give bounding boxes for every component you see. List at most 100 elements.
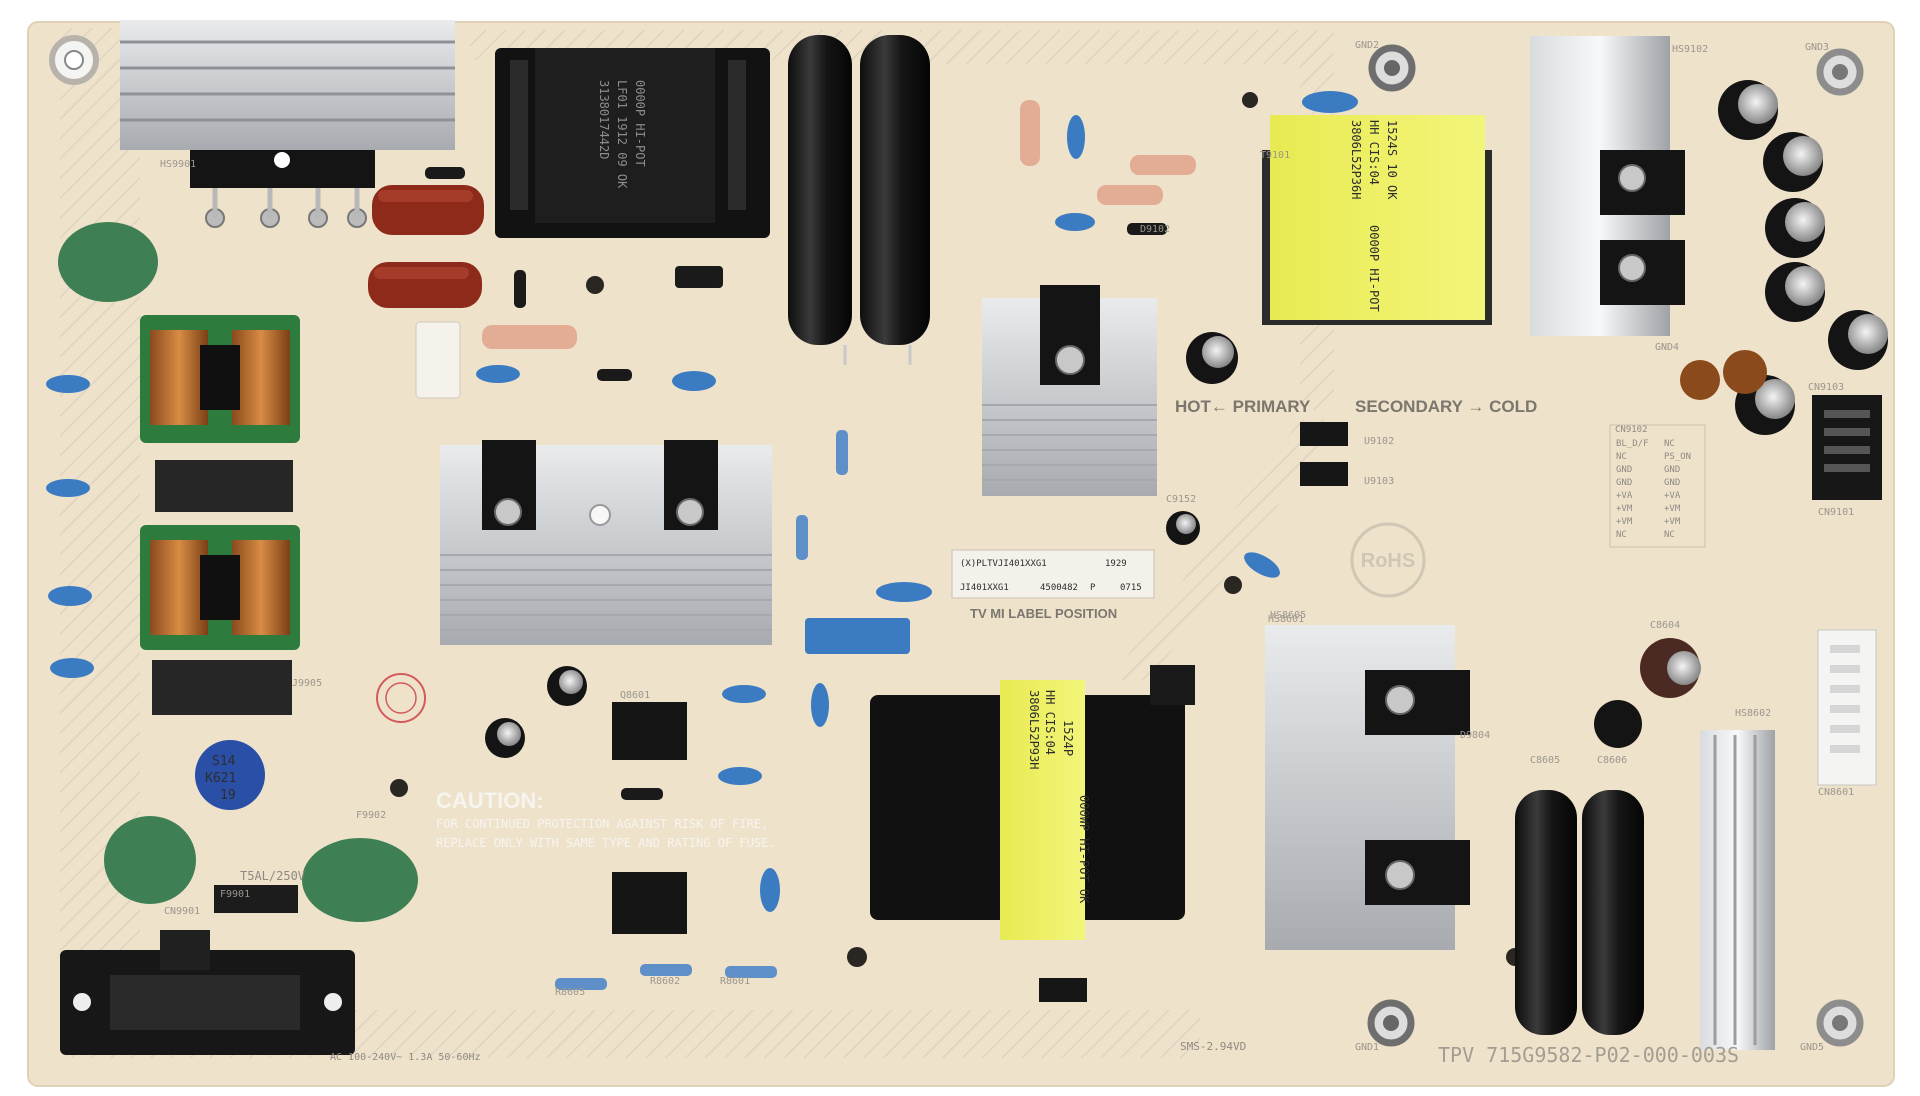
pinout-cell: PS_ON <box>1664 452 1691 462</box>
svg-text:LF01 1912 09 OK: LF01 1912 09 OK <box>615 80 629 189</box>
svg-text:CN9901: CN9901 <box>164 906 200 917</box>
pinout-cell: GND <box>1616 478 1632 488</box>
output-capacitors-cluster <box>1680 80 1888 435</box>
svg-text:C8606: C8606 <box>1597 755 1627 766</box>
x-capacitors <box>368 185 484 308</box>
output-connector-cn9101 <box>1812 395 1882 500</box>
reference-designators: HS9901 CN9901 HS8602 HS8601 HS9102 CN910… <box>160 40 1854 1053</box>
svg-text:HS9102: HS9102 <box>1672 44 1708 55</box>
pinout-cell: +VA <box>1664 491 1681 501</box>
svg-text:CN9101: CN9101 <box>1818 507 1854 518</box>
svg-text:1929: 1929 <box>1105 559 1127 569</box>
svg-text:HH CIS:04: HH CIS:04 <box>1367 120 1381 185</box>
svg-text:P: P <box>1090 583 1096 593</box>
svg-text:4500482: 4500482 <box>1040 583 1078 593</box>
svg-text:3806L52P93H: 3806L52P93H <box>1027 690 1041 769</box>
svg-text:(X)PLTVJI401XXG1: (X)PLTVJI401XXG1 <box>960 559 1047 569</box>
pinout-cell: +VA <box>1616 491 1633 501</box>
led-connector <box>1817 629 1877 786</box>
pinout-cell: NC <box>1616 530 1627 540</box>
svg-text:1524P: 1524P <box>1061 720 1075 756</box>
svg-text:1524S 10 OK: 1524S 10 OK <box>1385 120 1399 200</box>
bulk-capacitors-bottom <box>1515 790 1644 1035</box>
svg-text:CN8601: CN8601 <box>1818 787 1854 798</box>
pinout-cell: BL_D/F <box>1616 439 1649 449</box>
cement-resistor <box>415 321 461 399</box>
pinout-cell: NC <box>1616 452 1627 462</box>
blue-ceramic-caps <box>476 91 1358 912</box>
svg-text:SECONDARY → COLD: SECONDARY → COLD <box>1355 397 1537 416</box>
svg-text:R8601: R8601 <box>720 976 750 987</box>
label-sticker: (X)PLTVJI401XXG1 1929 JI401XXG1 4500482 … <box>951 549 1155 599</box>
svg-text:19: 19 <box>220 788 236 803</box>
svg-text:3806L52P36H: 3806L52P36H <box>1349 120 1363 199</box>
svg-text:S14: S14 <box>212 754 236 769</box>
svg-text:CN9103: CN9103 <box>1808 382 1844 393</box>
svg-text:D9102: D9102 <box>1140 224 1170 235</box>
secondary-heatsink-bottom <box>1700 730 1775 1050</box>
svg-text:HS9901: HS9901 <box>160 159 196 170</box>
svg-text:T5AL/250V: T5AL/250V <box>240 869 305 883</box>
fuse: T5AL/250V F9901 <box>214 869 305 913</box>
qc-stamp <box>376 673 426 723</box>
svg-text:T9101: T9101 <box>1260 150 1290 161</box>
svg-text:TV MI LABEL POSITION: TV MI LABEL POSITION <box>970 606 1117 621</box>
pinout-cell: +VM <box>1616 504 1633 514</box>
varistor: S14 K621 19 <box>195 740 265 810</box>
common-mode-chokes <box>140 315 300 650</box>
pinout-cell: GND <box>1664 465 1680 475</box>
standby-heatsink <box>982 285 1157 496</box>
ac-inlet-connector <box>60 930 355 1055</box>
main-transformer: 3806L52P36H HH CIS:04 1524S 10 OK 0000P … <box>1262 115 1492 325</box>
svg-text:GND2: GND2 <box>1355 40 1379 51</box>
svg-text:AC 100-240V~ 1.3A 50-60Hz: AC 100-240V~ 1.3A 50-60Hz <box>330 1052 481 1063</box>
svg-text:R8602: R8602 <box>650 976 680 987</box>
svg-text:HH CIS:04: HH CIS:04 <box>1043 690 1057 755</box>
model-marking: TPV 715G9582-P02-000-003S <box>1438 1043 1739 1067</box>
svg-text:0000P HI-POT: 0000P HI-POT <box>1367 225 1381 312</box>
connector-pinout-table: CN9102 BL_D/F NC NC PS_ON GND GND GND GND +VA +VA… <box>1609 424 1706 548</box>
resistors <box>482 100 1196 990</box>
pinout-cell: +VM <box>1664 517 1681 527</box>
svg-text:GND3: GND3 <box>1805 42 1829 53</box>
svg-text:FOR CONTINUED PROTECTION AGAIN: FOR CONTINUED PROTECTION AGAINST RISK OF… <box>436 817 768 831</box>
mounting-holes <box>49 35 1864 1047</box>
svg-text:HS8605: HS8605 <box>1270 610 1306 621</box>
caution-notice: CAUTION: FOR CONTINUED PROTECTION AGAINS… <box>436 788 776 850</box>
svg-text:CN9102: CN9102 <box>1615 425 1648 435</box>
svg-text:K621: K621 <box>205 771 236 786</box>
pinout-cell: NC <box>1664 530 1675 540</box>
svg-text:REPLACE ONLY WITH SAME TYPE AN: REPLACE ONLY WITH SAME TYPE AND RATING O… <box>436 836 776 850</box>
rohs-badge: RoHS <box>1350 522 1426 598</box>
pinout-cell: +VM <box>1664 504 1681 514</box>
svg-text:HOT← PRIMARY: HOT← PRIMARY <box>1175 397 1311 416</box>
svg-text:Q8601: Q8601 <box>620 690 650 701</box>
pinout-cell: +VM <box>1616 517 1633 527</box>
svg-text:3138017442D: 3138017442D <box>597 80 611 159</box>
ntc-thermistors <box>58 222 418 922</box>
svg-text:GND1: GND1 <box>1355 1042 1379 1053</box>
svg-text:GND5: GND5 <box>1800 1042 1824 1053</box>
svg-text:U9102: U9102 <box>1364 436 1394 447</box>
small-electrolytics <box>485 332 1701 758</box>
svg-text:0715: 0715 <box>1120 583 1142 593</box>
svg-text:000WP HI-POT OK: 000WP HI-POT OK <box>1077 795 1091 904</box>
pfc-inductor: 3138017442D LF01 1912 09 OK 0000P HI-POT <box>495 48 770 238</box>
svg-text:HS8601: HS8601 <box>1268 614 1304 625</box>
standby-transformer: 3806L52P93H HH CIS:04 1524P 000WP HI-POT… <box>870 665 1195 940</box>
optocouplers <box>1039 422 1348 1002</box>
pfc-heatsink <box>440 440 772 645</box>
small-transistors <box>612 702 687 934</box>
pinout-cell: GND <box>1664 478 1680 488</box>
y-capacitor-blocks <box>152 460 293 715</box>
svg-text:U9103: U9103 <box>1364 476 1394 487</box>
svg-text:C8605: C8605 <box>1530 755 1560 766</box>
llc-heatsink <box>1265 625 1470 950</box>
bridge-heatsink <box>120 20 455 228</box>
pinout-cell: GND <box>1616 465 1632 475</box>
svg-text:SMS-2.94VD: SMS-2.94VD <box>1180 1040 1246 1053</box>
svg-text:F9902: F9902 <box>356 810 386 821</box>
secondary-heatsink-top <box>1530 36 1685 336</box>
pinout-cell: NC <box>1664 439 1675 449</box>
